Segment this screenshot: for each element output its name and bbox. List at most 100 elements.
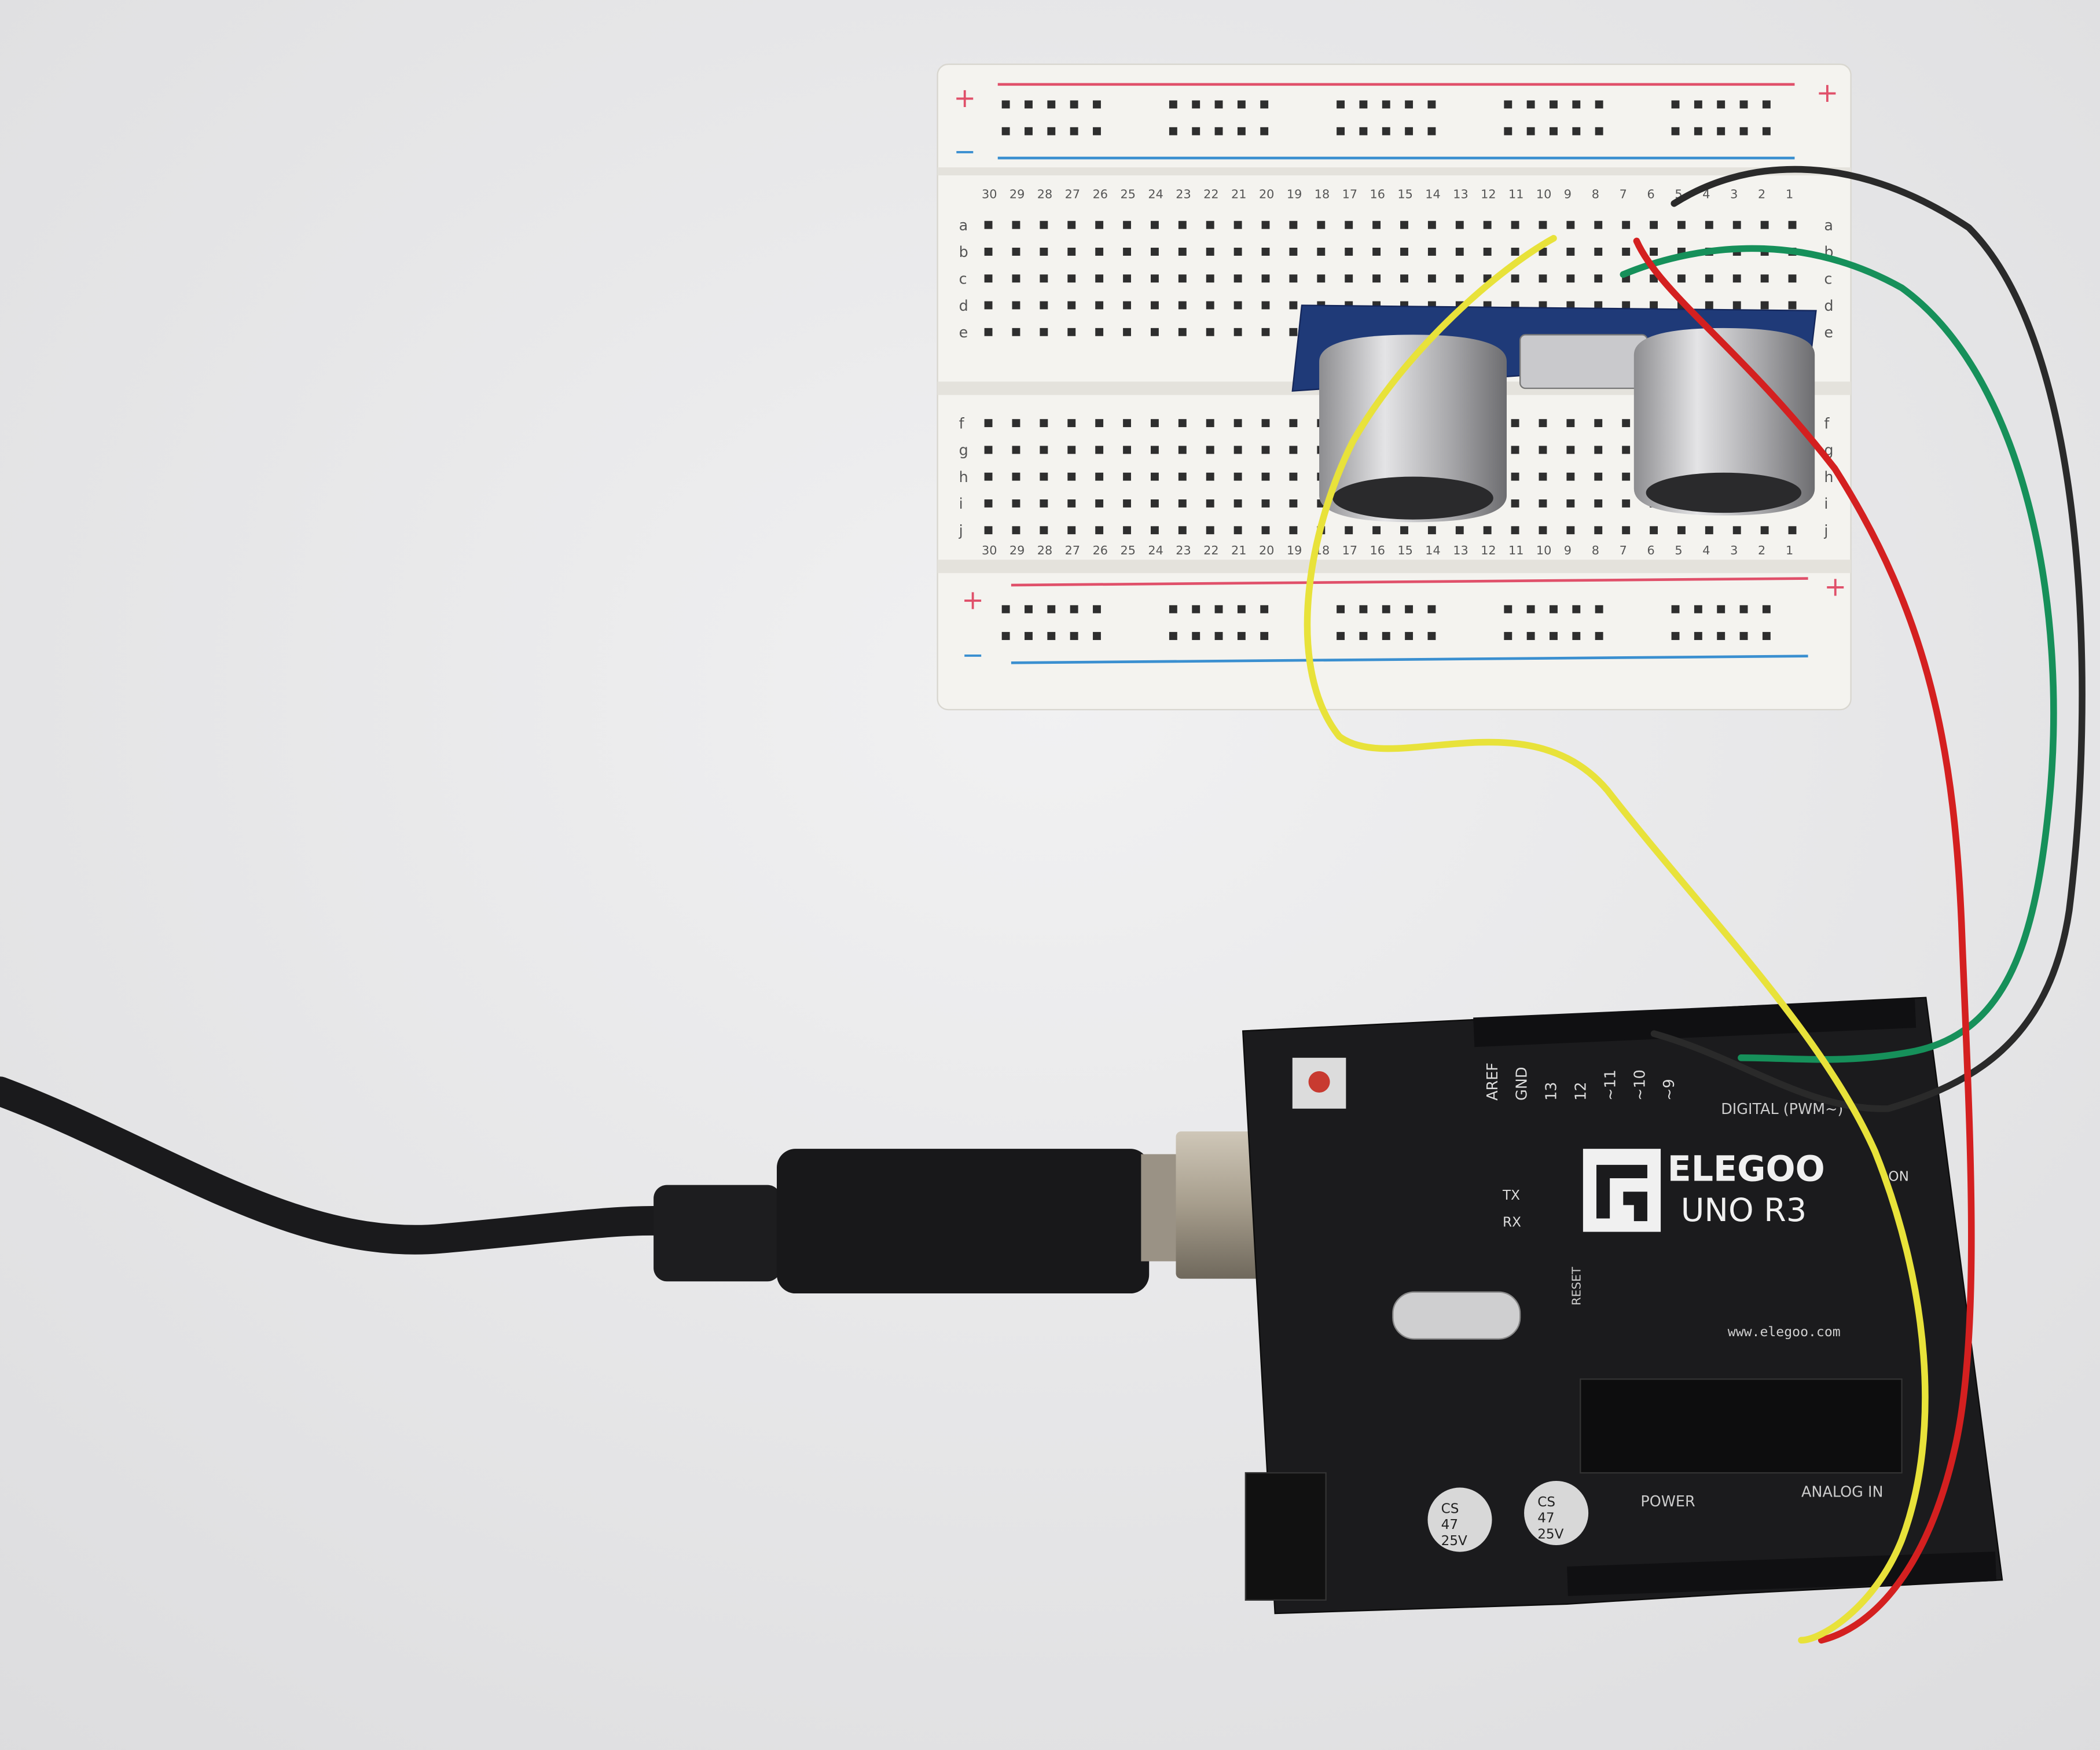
rail-hole[interactable]	[1192, 605, 1200, 613]
breadboard-hole[interactable]	[1650, 248, 1658, 256]
breadboard-hole[interactable]	[1289, 499, 1298, 508]
breadboard-hole[interactable]	[1012, 472, 1020, 481]
breadboard-hole[interactable]	[1289, 526, 1298, 535]
breadboard-hole[interactable]	[1012, 248, 1020, 256]
rail-hole[interactable]	[1001, 605, 1010, 613]
breadboard-hole[interactable]	[1511, 446, 1519, 454]
breadboard-hole[interactable]	[1206, 526, 1214, 535]
rail-hole[interactable]	[1214, 100, 1223, 109]
breadboard-hole[interactable]	[1760, 274, 1769, 283]
rail-hole[interactable]	[1427, 127, 1436, 135]
rail-hole[interactable]	[1739, 100, 1748, 109]
rail-hole[interactable]	[1595, 100, 1603, 109]
rail-hole[interactable]	[1671, 605, 1680, 613]
breadboard-hole[interactable]	[1788, 526, 1797, 535]
rail-hole[interactable]	[1070, 605, 1078, 613]
breadboard-hole[interactable]	[1178, 499, 1187, 508]
rail-hole[interactable]	[1025, 127, 1033, 135]
breadboard-hole[interactable]	[1123, 419, 1131, 428]
breadboard-hole[interactable]	[1539, 274, 1547, 283]
breadboard-hole[interactable]	[1206, 274, 1214, 283]
breadboard-hole[interactable]	[1400, 220, 1408, 229]
rail-hole[interactable]	[1237, 605, 1246, 613]
breadboard-hole[interactable]	[1345, 248, 1353, 256]
rail-hole[interactable]	[1504, 605, 1512, 613]
breadboard-hole[interactable]	[1483, 220, 1492, 229]
breadboard-hole[interactable]	[1372, 526, 1381, 535]
breadboard-hole[interactable]	[1760, 526, 1769, 535]
breadboard-hole[interactable]	[1178, 472, 1187, 481]
rail-hole[interactable]	[1717, 100, 1725, 109]
breadboard-hole[interactable]	[1150, 220, 1159, 229]
rail-hole[interactable]	[1260, 127, 1269, 135]
breadboard-hole[interactable]	[1705, 301, 1713, 310]
breadboard-hole[interactable]	[1095, 328, 1104, 336]
breadboard-hole[interactable]	[1206, 248, 1214, 256]
breadboard-hole[interactable]	[1732, 220, 1741, 229]
breadboard-hole[interactable]	[1067, 526, 1076, 535]
breadboard-hole[interactable]	[1206, 472, 1214, 481]
breadboard-hole[interactable]	[1400, 274, 1408, 283]
breadboard-hole[interactable]	[1511, 274, 1519, 283]
rail-hole[interactable]	[1550, 100, 1558, 109]
rail-hole[interactable]	[1572, 605, 1581, 613]
breadboard-hole[interactable]	[1012, 419, 1020, 428]
breadboard-hole[interactable]	[1012, 274, 1020, 283]
rail-hole[interactable]	[1427, 632, 1436, 640]
rail-hole[interactable]	[1047, 605, 1056, 613]
breadboard-hole[interactable]	[1233, 472, 1242, 481]
rail-hole[interactable]	[1739, 605, 1748, 613]
breadboard-hole[interactable]	[1095, 499, 1104, 508]
breadboard-hole[interactable]	[1012, 499, 1020, 508]
breadboard-hole[interactable]	[1123, 301, 1131, 310]
breadboard-hole[interactable]	[1206, 220, 1214, 229]
breadboard-hole[interactable]	[1566, 472, 1575, 481]
rail-hole[interactable]	[1405, 127, 1414, 135]
rail-hole[interactable]	[1214, 632, 1223, 640]
rail-hole[interactable]	[1359, 605, 1368, 613]
rail-hole[interactable]	[1169, 100, 1177, 109]
rail-hole[interactable]	[1001, 632, 1010, 640]
breadboard-hole[interactable]	[1732, 526, 1741, 535]
breadboard-hole[interactable]	[1067, 248, 1076, 256]
breadboard-hole[interactable]	[1150, 446, 1159, 454]
breadboard-hole[interactable]	[1566, 526, 1575, 535]
breadboard-hole[interactable]	[1178, 328, 1187, 336]
rail-hole[interactable]	[1001, 100, 1010, 109]
breadboard-hole[interactable]	[1095, 301, 1104, 310]
rail-hole[interactable]	[1717, 605, 1725, 613]
breadboard-hole[interactable]	[1345, 274, 1353, 283]
breadboard-hole[interactable]	[1150, 419, 1159, 428]
breadboard-hole[interactable]	[1261, 419, 1270, 428]
breadboard-hole[interactable]	[1594, 220, 1603, 229]
rail-hole[interactable]	[1237, 127, 1246, 135]
breadboard-hole[interactable]	[1622, 499, 1631, 508]
breadboard-hole[interactable]	[1040, 499, 1048, 508]
rail-hole[interactable]	[1070, 127, 1078, 135]
breadboard-hole[interactable]	[1289, 446, 1298, 454]
breadboard-hole[interactable]	[1178, 526, 1187, 535]
breadboard-hole[interactable]	[1261, 526, 1270, 535]
rail-hole[interactable]	[1762, 605, 1771, 613]
breadboard-hole[interactable]	[1594, 419, 1603, 428]
breadboard-hole[interactable]	[1178, 274, 1187, 283]
breadboard-hole[interactable]	[1206, 301, 1214, 310]
breadboard-hole[interactable]	[1178, 248, 1187, 256]
breadboard-hole[interactable]	[1233, 446, 1242, 454]
breadboard-hole[interactable]	[1650, 220, 1658, 229]
rail-hole[interactable]	[1595, 605, 1603, 613]
breadboard-hole[interactable]	[1067, 328, 1076, 336]
rail-hole[interactable]	[1595, 127, 1603, 135]
rail-hole[interactable]	[1572, 100, 1581, 109]
breadboard-hole[interactable]	[1206, 499, 1214, 508]
breadboard-hole[interactable]	[1566, 301, 1575, 310]
rail-hole[interactable]	[1260, 632, 1269, 640]
breadboard-hole[interactable]	[1760, 220, 1769, 229]
breadboard-hole[interactable]	[1233, 274, 1242, 283]
breadboard-hole[interactable]	[1650, 301, 1658, 310]
breadboard-hole[interactable]	[1455, 526, 1464, 535]
breadboard-hole[interactable]	[1040, 328, 1048, 336]
rail-hole[interactable]	[1671, 632, 1680, 640]
rail-hole[interactable]	[1070, 100, 1078, 109]
breadboard-hole[interactable]	[1150, 248, 1159, 256]
